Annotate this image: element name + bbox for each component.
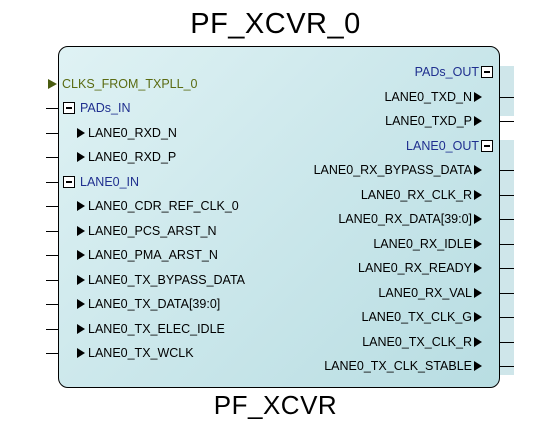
input-pin-label[interactable]: LANE0_RXD_P (88, 150, 177, 164)
port-group-label: PADs_OUT (414, 65, 479, 79)
clock-input-label: CLKS_FROM_TXPLL_0 (62, 77, 198, 91)
port-wire (500, 341, 514, 343)
port-wire (500, 121, 514, 122)
output-pin-arrow-icon (474, 116, 482, 126)
output-pin-arrow-icon (474, 361, 482, 371)
port-wire (46, 108, 58, 109)
input-pin-label[interactable]: LANE0_TX_WCLK (88, 346, 194, 360)
input-pin-arrow-icon (77, 250, 85, 260)
component-name: PF_XCVR (213, 390, 338, 420)
input-pin-arrow-icon (77, 323, 85, 334)
output-pin-label[interactable]: LANE0_RX_BYPASS_DATA (313, 163, 472, 177)
output-pin-label[interactable]: LANE0_TX_CLK_G (361, 310, 472, 324)
port-wire (46, 304, 58, 305)
port-wire (500, 366, 514, 367)
port-wire (46, 132, 58, 134)
port-wire (46, 157, 58, 158)
output-pin-arrow-icon (474, 238, 482, 249)
input-pin-label[interactable]: LANE0_RXD_N (88, 125, 177, 140)
output-pin-arrow-icon (474, 165, 482, 175)
output-pin-label[interactable]: LANE0_RX_READY (358, 261, 472, 275)
clock-input-icon (48, 79, 57, 89)
output-pin-arrow-icon (474, 91, 482, 102)
output-pin-arrow-icon (474, 312, 482, 322)
output-pin-arrow-icon (474, 336, 482, 347)
port-wire (500, 96, 514, 98)
port-wire (500, 243, 514, 245)
port-wire (46, 279, 58, 281)
port-wire (500, 292, 514, 294)
port-group-label: LANE0_IN (80, 174, 140, 189)
output-pin-label[interactable]: LANE0_TX_CLK_R (362, 334, 472, 349)
output-pin-label[interactable]: LANE0_TXD_P (385, 114, 472, 128)
output-pin-label[interactable]: LANE0_TX_CLK_STABLE (324, 359, 472, 373)
collapse-button[interactable] (481, 66, 493, 78)
output-pin-label[interactable]: LANE0_RX_IDLE (373, 236, 472, 251)
input-pin-label[interactable]: LANE0_TX_DATA[39:0] (88, 297, 221, 311)
output-pin-arrow-icon (474, 189, 482, 200)
collapse-button[interactable] (63, 175, 75, 188)
port-wire (500, 194, 514, 196)
output-pin-label[interactable]: LANE0_RX_VAL (378, 285, 472, 300)
input-pin-arrow-icon (77, 299, 85, 309)
input-pin-arrow-icon (77, 152, 85, 162)
collapse-button[interactable] (481, 139, 493, 152)
port-wire (46, 353, 58, 354)
input-pin-label[interactable]: LANE0_TX_BYPASS_DATA (88, 272, 246, 287)
port-wire (46, 206, 58, 207)
input-pin-label[interactable]: LANE0_PCS_ARST_N (88, 223, 217, 238)
output-pin-label[interactable]: LANE0_TXD_N (384, 89, 472, 104)
instance-title: PF_XCVR_0 (190, 8, 361, 40)
port-wire (500, 317, 514, 318)
port-wire (500, 170, 514, 171)
output-pin-arrow-icon (474, 214, 482, 224)
input-pin-arrow-icon (77, 201, 85, 211)
collapse-button[interactable] (63, 102, 75, 114)
input-pin-arrow-icon (77, 127, 85, 138)
input-pin-arrow-icon (77, 274, 85, 285)
component-block[interactable] (58, 46, 500, 388)
input-pin-arrow-icon (77, 348, 85, 358)
port-wire (46, 328, 58, 330)
input-pin-label[interactable]: LANE0_PMA_ARST_N (88, 248, 218, 262)
output-pin-arrow-icon (474, 263, 482, 273)
port-wire (46, 230, 58, 232)
port-group-label: PADs_IN (80, 101, 131, 115)
port-wire (500, 219, 514, 220)
port-wire (46, 181, 58, 183)
output-pin-label[interactable]: LANE0_RX_DATA[39:0] (338, 212, 472, 226)
input-pin-label[interactable]: LANE0_TX_ELEC_IDLE (88, 321, 225, 336)
right-port-band (500, 140, 514, 375)
port-group-label: LANE0_OUT (406, 138, 479, 153)
input-pin-arrow-icon (77, 225, 85, 236)
port-wire (46, 255, 58, 256)
output-pin-arrow-icon (474, 287, 482, 298)
input-pin-label[interactable]: LANE0_CDR_REF_CLK_0 (88, 199, 239, 213)
output-pin-label[interactable]: LANE0_RX_CLK_R (360, 187, 472, 202)
port-wire (500, 268, 514, 269)
right-port-band (500, 66, 514, 116)
